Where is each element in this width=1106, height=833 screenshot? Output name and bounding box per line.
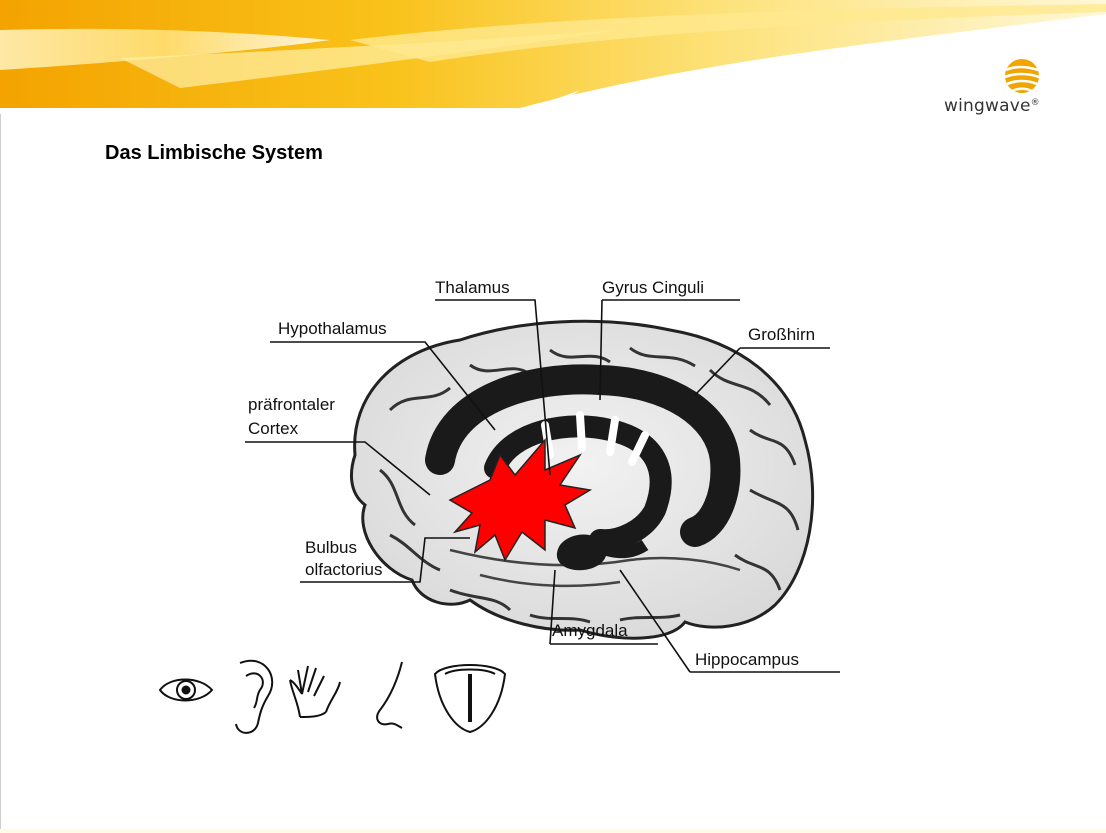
label-amygdala: Amygdala (552, 621, 628, 640)
brain-illustration (351, 321, 812, 638)
label-cortex: Cortex (248, 419, 299, 438)
label-grosshirn: Großhirn (748, 325, 815, 344)
label-hippocampus: Hippocampus (695, 650, 799, 669)
label-olfactorius: olfactorius (305, 560, 382, 579)
label-thalamus: Thalamus (435, 278, 510, 297)
label-hypothalamus: Hypothalamus (278, 319, 387, 338)
header-banner (0, 0, 1106, 130)
label-praefrontaler: präfrontaler (248, 395, 335, 414)
logo-wordmark: wingwave® (944, 96, 1040, 116)
tongue-icon (435, 665, 505, 732)
label-bulbus: Bulbus (305, 538, 357, 557)
slide-footer-edge (0, 829, 1106, 833)
sense-icons (160, 661, 505, 733)
ear-icon (236, 661, 272, 733)
wingwave-swirl-logo (1005, 59, 1039, 93)
eye-icon (160, 680, 212, 701)
label-gyrus-cinguli: Gyrus Cinguli (602, 278, 704, 297)
hand-icon (290, 666, 340, 717)
slide-title: Das Limbische System (105, 142, 323, 165)
nose-icon (377, 662, 402, 728)
limbic-system-diagram: Thalamus Gyrus Cinguli Hypothalamus Groß… (150, 270, 870, 740)
